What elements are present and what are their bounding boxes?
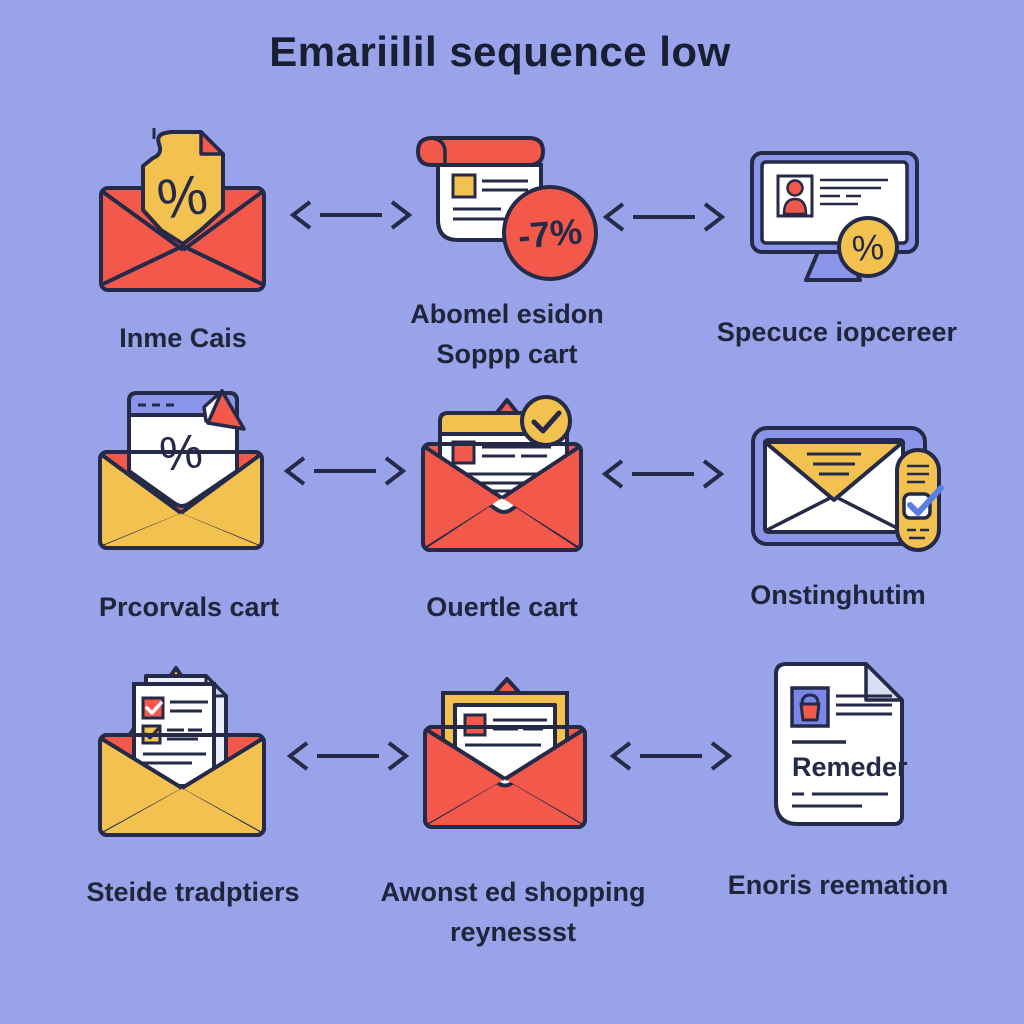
envelope-checklist-icon [98,666,266,837]
step-label-1: Inme Cais [119,323,247,353]
reminder-document-icon: Remeder [774,662,908,826]
bidirectional-arrow-icon [289,200,413,230]
percent-glyph: % [153,162,211,231]
discount-badge-text: -7% [516,210,583,256]
envelope-message-approved-icon [421,395,583,552]
step-label-5: Ouertle cart [426,592,578,622]
open-envelope-discount-coupon-icon: % [99,128,266,292]
tablet-email-confirm-icon [751,426,944,552]
document-title-text: Remeder [792,752,908,782]
step-label-4: Prcorvals cart [98,592,280,622]
bidirectional-arrow-icon [286,741,410,771]
step-label-9: Enoris reemation [727,870,949,900]
receipt-scroll-discount-icon: -7% [416,136,598,281]
step-label-8: Awonst ed shopping reynessst [380,877,646,947]
monitor-profile-percent-icon: % [750,151,919,282]
bidirectional-arrow-icon [601,459,725,489]
bidirectional-arrow-icon [602,202,726,232]
envelope-receipt-card-icon [423,677,587,829]
percent-glyph: % [851,226,886,269]
page-title: Emariilil sequence low [269,28,731,75]
step-label-2: Abomel esidon Soppp cart [410,299,604,369]
step-label-6: Onstinghutim [750,580,926,610]
step-label-3: Specuce iopcereer [716,317,958,347]
step-label-7: Steide tradptiers [86,877,300,907]
envelope-browser-send-icon: % [98,389,264,550]
bidirectional-arrow-icon [283,456,407,486]
bidirectional-arrow-icon [609,741,733,771]
